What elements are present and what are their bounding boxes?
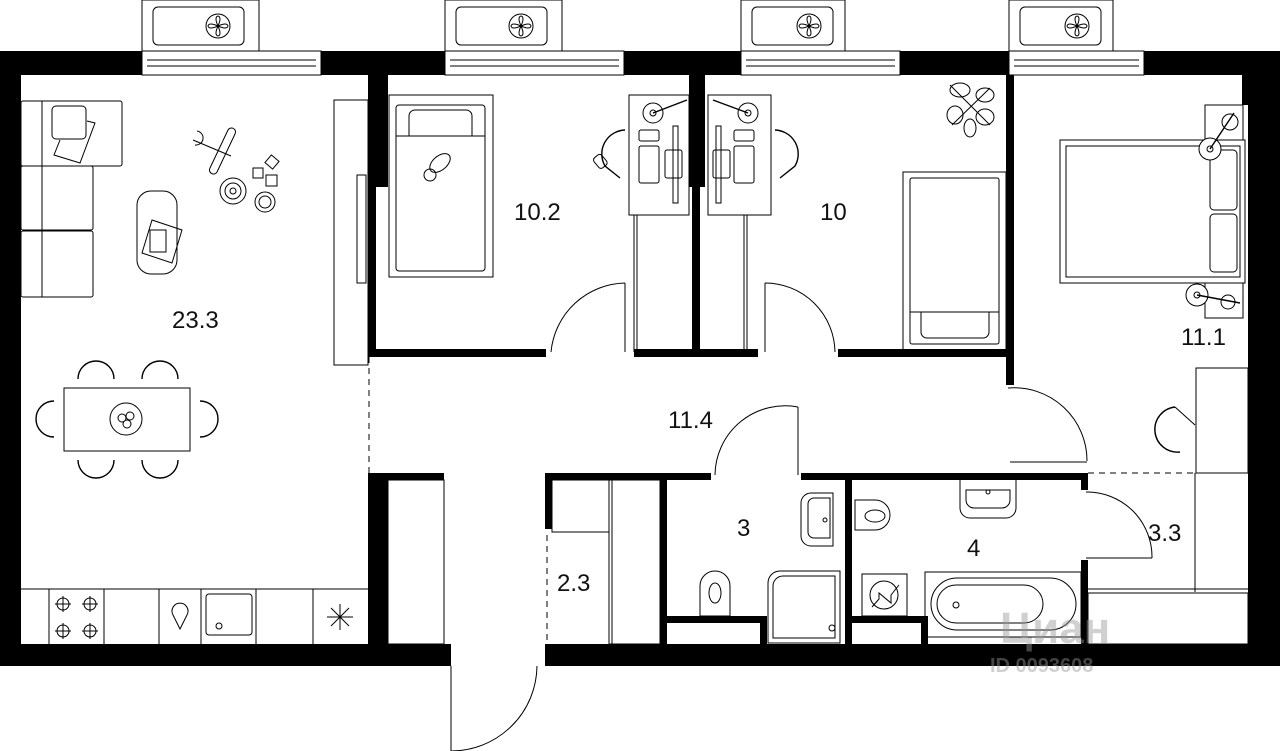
door-bathroom-2[interactable] (1085, 491, 1153, 559)
washing-machine-icon (861, 573, 908, 617)
walls (0, 51, 1280, 666)
stove-icon (55, 596, 98, 639)
toy-blocks-icon (252, 154, 280, 187)
armchair-icon (136, 190, 183, 275)
shower-tray-icon (767, 570, 841, 644)
desk-icon (628, 94, 690, 216)
room-area-bedroom-1: 10.2 (514, 199, 561, 226)
room-area-bedroom-2: 10 (820, 199, 847, 226)
room-area-hallway: 11.4 (668, 407, 713, 434)
bedroom-2-furniture (707, 82, 1007, 352)
toilet-icon (699, 570, 731, 617)
fridge-icon (327, 604, 353, 630)
door-entrance[interactable] (450, 665, 538, 751)
kitchen-counter (21, 588, 368, 644)
room-area-storage: 2.3 (557, 570, 591, 597)
room-area-bathroom-1: 3 (737, 515, 751, 542)
ac-unit-icon (141, 0, 260, 52)
bathtub-icon (924, 571, 1082, 638)
room-area-bedroom-3: 11.1 (1181, 324, 1226, 351)
toy-rings-icon (219, 177, 276, 213)
toilet-icon (854, 499, 891, 531)
ac-unit-icon (444, 0, 563, 52)
ac-unit-icon (740, 0, 846, 52)
desk-icon (707, 94, 772, 216)
toy-airplane-icon (192, 127, 236, 175)
washbasin-icon (959, 480, 1017, 519)
door-bathroom-1[interactable] (714, 405, 799, 476)
door-bedroom-3[interactable] (1007, 387, 1088, 463)
sofa-icon (20, 100, 123, 298)
bedroom-3-furniture (1059, 104, 1249, 474)
dressing-room-shelves (1087, 473, 1249, 645)
room-area-living-kitchen: 23.3 (172, 307, 219, 334)
bed-icon (902, 171, 1007, 351)
closets (387, 479, 661, 645)
ac-unit-icon (1008, 0, 1114, 52)
teddy-bear-icon (423, 153, 451, 182)
sink-icon (205, 593, 253, 636)
living-kitchen-furniture (20, 99, 369, 644)
room-area-bathroom-2: 4 (967, 535, 981, 562)
nightstand-icon (1198, 104, 1244, 161)
dining-table-icon (35, 360, 219, 479)
door-bedroom-2[interactable] (764, 282, 836, 353)
chair-icon (774, 129, 799, 179)
double-bed-icon (1059, 139, 1246, 284)
room-area-dressing-room: 3.3 (1148, 520, 1182, 547)
plant-icon (946, 82, 995, 138)
bedroom-1-furniture (388, 94, 690, 352)
bathroom-1-fixtures (699, 492, 841, 644)
desk-icon (1154, 367, 1249, 474)
nightstand-icon (1185, 282, 1244, 319)
faucet-icon (171, 602, 189, 631)
bed-icon (388, 94, 494, 278)
bathroom-2-fixtures (854, 480, 1082, 638)
washbasin-icon (800, 492, 834, 547)
door-bedroom-1[interactable] (550, 282, 626, 353)
chair-icon (593, 129, 626, 179)
doors (450, 282, 1153, 751)
